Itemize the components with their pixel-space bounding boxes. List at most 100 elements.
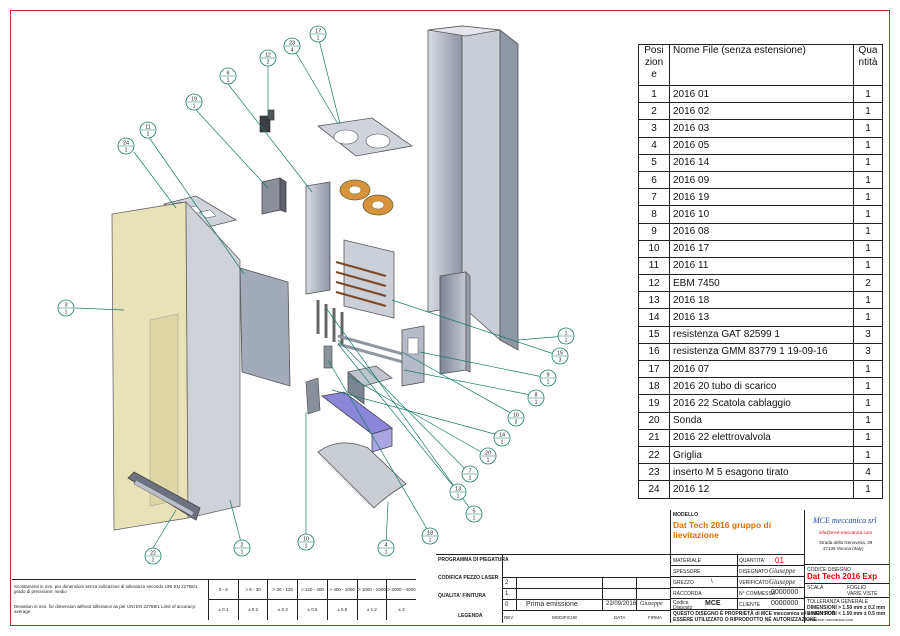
- part-position: 10: [638, 239, 670, 258]
- mounting-plate-part: [305, 181, 331, 295]
- solenoid-valve-part: [259, 109, 275, 133]
- part-quantity: 1: [853, 256, 883, 276]
- ownership-note-1: QUESTO DISEGNO È PROPRIETÀ di MCE meccan…: [673, 611, 836, 617]
- balloon-quantity: 2: [267, 60, 270, 66]
- qualita-label: QUALITA' FINITURA: [438, 593, 486, 599]
- part-position: 1: [638, 84, 670, 104]
- ownership-note-2: ESSERE UTILIZZATO O RIPRODOTTO NÉ AUTORI…: [673, 617, 817, 623]
- balloon-quantity: 1: [193, 104, 196, 110]
- balloon-quantity: 1: [65, 310, 68, 316]
- part-balloon: 153: [551, 347, 569, 365]
- balloon-number: 3: [64, 303, 67, 309]
- fan-part: [339, 179, 394, 216]
- part-balloon: 201: [479, 447, 497, 465]
- part-file-name: 2016 18: [669, 291, 854, 310]
- grezzo-value: \: [711, 579, 713, 585]
- part-file-name: Griglia: [669, 445, 854, 465]
- part-position: 12: [638, 274, 670, 293]
- part-quantity: 1: [853, 119, 883, 138]
- balloon-quantity: 3: [515, 420, 518, 426]
- part-balloon: 11: [557, 327, 575, 345]
- part-balloon: 41: [377, 539, 395, 557]
- company-name: MCE meccanica srl: [813, 516, 877, 525]
- part-file-name: 2016 08: [669, 222, 854, 241]
- balloon-quantity: 1: [429, 538, 432, 544]
- part-position: 21: [638, 428, 670, 447]
- part-balloon: 181: [421, 527, 439, 545]
- part-balloon: 191: [185, 93, 203, 111]
- balloon-quantity: 1: [547, 380, 550, 386]
- part-file-name: 2016 22 elettrovalvola: [669, 428, 854, 447]
- part-file-name: 2016 14: [669, 153, 854, 172]
- balloon-quantity: 1: [469, 476, 472, 482]
- balloon-number: 2: [240, 543, 243, 549]
- foglio-label: FOGLIO: [847, 585, 866, 591]
- part-balloon: 31: [57, 299, 75, 317]
- tolerance-range: 0 - 6: [208, 580, 238, 600]
- codifica-label: CODIFICA PEZZO LASER: [438, 575, 499, 581]
- part-balloon: 111: [139, 121, 157, 139]
- part-quantity: 1: [853, 153, 883, 172]
- tolerance-value: ± 0.2: [237, 600, 268, 620]
- revision-description: Prima emissione: [526, 601, 578, 608]
- tolerance-range: > 120 - 400: [297, 580, 327, 600]
- part-file-name: resistenza GAT 82599 1: [669, 325, 854, 344]
- part-quantity: 3: [853, 342, 883, 362]
- balloon-number: 18: [427, 531, 433, 537]
- wiring-box-part: [261, 177, 287, 215]
- balloon-number: 19: [191, 97, 197, 103]
- fan-plate-part: [317, 117, 414, 157]
- balloon-quantity: 1: [241, 550, 244, 556]
- balloon-number: 1: [564, 331, 567, 337]
- part-position: 9: [638, 222, 670, 241]
- balloon-number: 13: [455, 487, 461, 493]
- model-area: MODELLO Dat Tech 2016 gruppo di lievitaz…: [670, 510, 805, 554]
- balloon-number: 14: [499, 433, 505, 439]
- balloon-number: 23: [289, 41, 295, 47]
- balloon-number: 8: [534, 393, 537, 399]
- part-quantity: 1: [853, 239, 883, 258]
- revision-area: PROGRAMMA DI PIEGATURA CODIFICA PEZZO LA…: [436, 554, 670, 623]
- part-balloon: 101: [297, 533, 315, 551]
- balloon-quantity: 1: [535, 400, 538, 406]
- part-file-name: resistenza GMM 83779 1 19-09-16: [669, 342, 854, 362]
- tolerance-value: ± 0.1: [208, 600, 238, 620]
- part-balloon: 21: [233, 539, 251, 557]
- part-position: 14: [638, 308, 670, 327]
- tolerance-value: ± 2: [386, 600, 416, 620]
- part-position: 24: [638, 480, 670, 499]
- part-position: 20: [638, 411, 670, 430]
- part-position: 18: [638, 377, 670, 396]
- part-quantity: 2: [853, 274, 883, 293]
- tolerance-value: ± 0.5: [297, 600, 327, 620]
- balloon-quantity: 1: [501, 440, 504, 446]
- part-quantity: 1: [853, 188, 883, 207]
- balloon-quantity: 1: [487, 458, 490, 464]
- part-file-name: 2016 03: [669, 119, 854, 138]
- tolerance-range: > 400 - 1000: [326, 580, 357, 600]
- heater-assembly-part: [335, 239, 395, 319]
- mce-code: MCE: [705, 600, 721, 607]
- part-quantity: 3: [853, 325, 883, 344]
- part-position: 15: [638, 325, 670, 344]
- part-position: 6: [638, 170, 670, 190]
- balloon-number: 16: [513, 413, 519, 419]
- part-balloon: 122: [259, 49, 277, 67]
- header-file-name: Nome File (senza estensione): [669, 44, 854, 86]
- part-quantity: 1: [853, 394, 883, 413]
- verificato-value: Giuseppe: [769, 578, 796, 586]
- part-position: 11: [638, 256, 670, 276]
- tolerance-value: ± 1.2: [356, 600, 387, 620]
- cliente-label: CLIENTE: [739, 602, 761, 608]
- balloon-quantity: 1: [125, 148, 128, 154]
- balloon-quantity: 1: [317, 36, 320, 42]
